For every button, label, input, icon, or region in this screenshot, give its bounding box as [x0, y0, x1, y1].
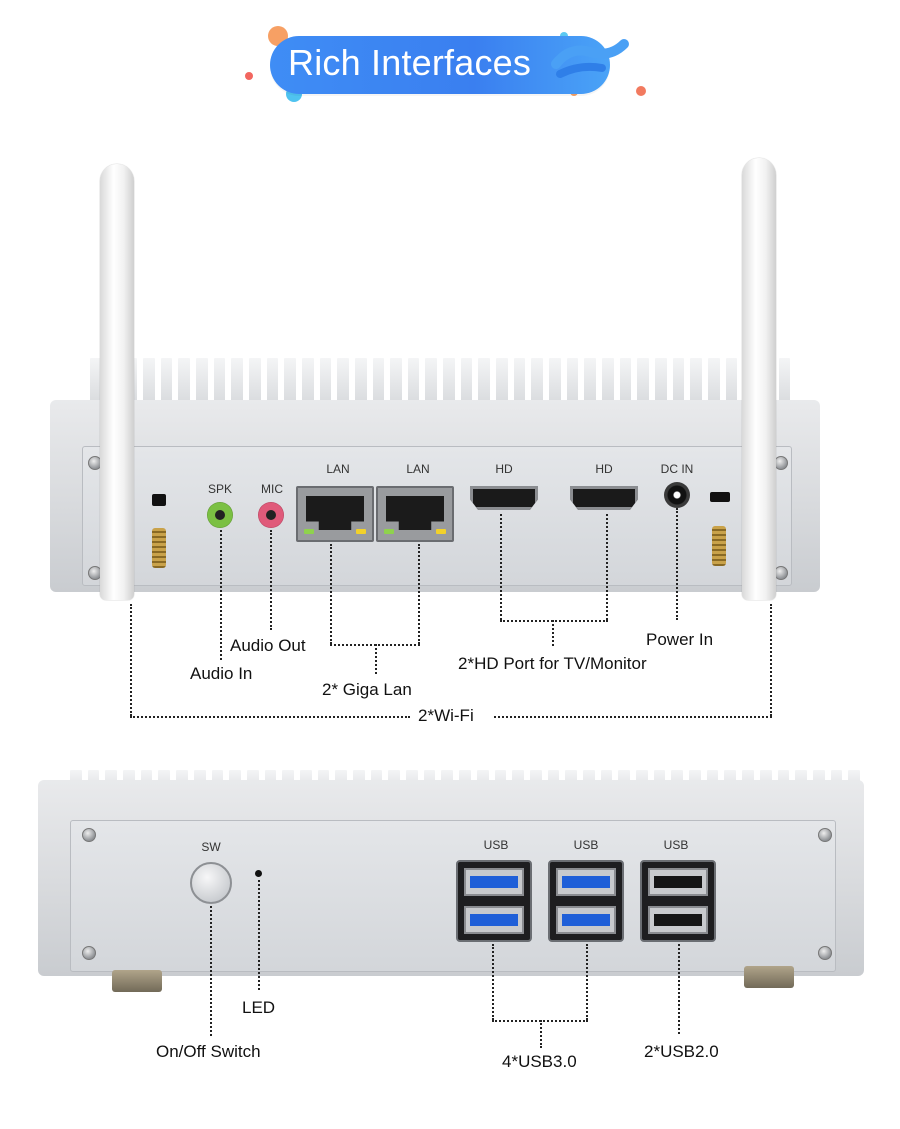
dc-in-port — [664, 482, 690, 508]
usb2-port-pair — [640, 860, 716, 942]
screw-icon — [82, 828, 96, 842]
mic-jack — [258, 502, 284, 528]
usb3-port-label: USB — [663, 838, 689, 852]
led-indicator — [255, 870, 262, 877]
page-title: Rich Interfaces — [288, 42, 532, 83]
banner-pill: Rich Interfaces — [270, 36, 610, 94]
power-in-label: Power In — [646, 630, 714, 649]
screw-icon — [774, 456, 788, 470]
screw-icon — [774, 566, 788, 580]
front-panel — [70, 820, 836, 972]
vent-slot — [152, 494, 166, 506]
wifi-antenna-right — [742, 158, 776, 600]
usb30-label: 4*USB3.0 — [502, 1052, 577, 1071]
giga-lan-label: 2* Giga Lan — [322, 680, 412, 699]
decor-dot — [245, 72, 253, 80]
mic-port-label: MIC — [261, 482, 283, 496]
lan-port-1 — [296, 486, 374, 542]
antenna-connector — [712, 526, 726, 566]
power-button[interactable] — [190, 862, 232, 904]
usb1-port-label: USB — [483, 838, 509, 852]
rubber-foot — [112, 970, 162, 992]
wifi-antenna-left — [100, 164, 134, 600]
led-label: LED — [242, 998, 276, 1017]
decor-dot — [636, 86, 646, 96]
screw-icon — [818, 828, 832, 842]
hd2-port-label: HD — [595, 462, 613, 476]
hd-port-label: 2*HD Port for TV/Monitor — [458, 654, 647, 673]
hd-port-2 — [570, 486, 638, 510]
vent-slot — [710, 492, 730, 502]
usb3-port-pair-2 — [548, 860, 624, 942]
screw-icon — [818, 946, 832, 960]
on-off-switch-label: On/Off Switch — [156, 1042, 261, 1061]
lan-port-2 — [376, 486, 454, 542]
spk-port-label: SPK — [207, 482, 232, 496]
sw-port-label: SW — [201, 840, 221, 854]
lan1-port-label: LAN — [326, 462, 350, 476]
hd1-port-label: HD — [495, 462, 513, 476]
screw-icon — [82, 946, 96, 960]
spk-jack — [207, 502, 233, 528]
audio-out-label: Audio Out — [230, 636, 306, 655]
usb20-label: 2*USB2.0 — [644, 1042, 719, 1061]
hd-port-1 — [470, 486, 538, 510]
swirl-icon — [551, 39, 629, 78]
audio-in-label: Audio In — [190, 664, 253, 683]
antenna-connector — [152, 528, 166, 568]
rubber-foot — [744, 966, 794, 988]
usb2-port-label: USB — [573, 838, 599, 852]
lan2-port-label: LAN — [406, 462, 430, 476]
dcin-port-label: DC IN — [660, 462, 694, 476]
usb3-port-pair-1 — [456, 860, 532, 942]
wifi-label: 2*Wi-Fi — [418, 706, 474, 725]
